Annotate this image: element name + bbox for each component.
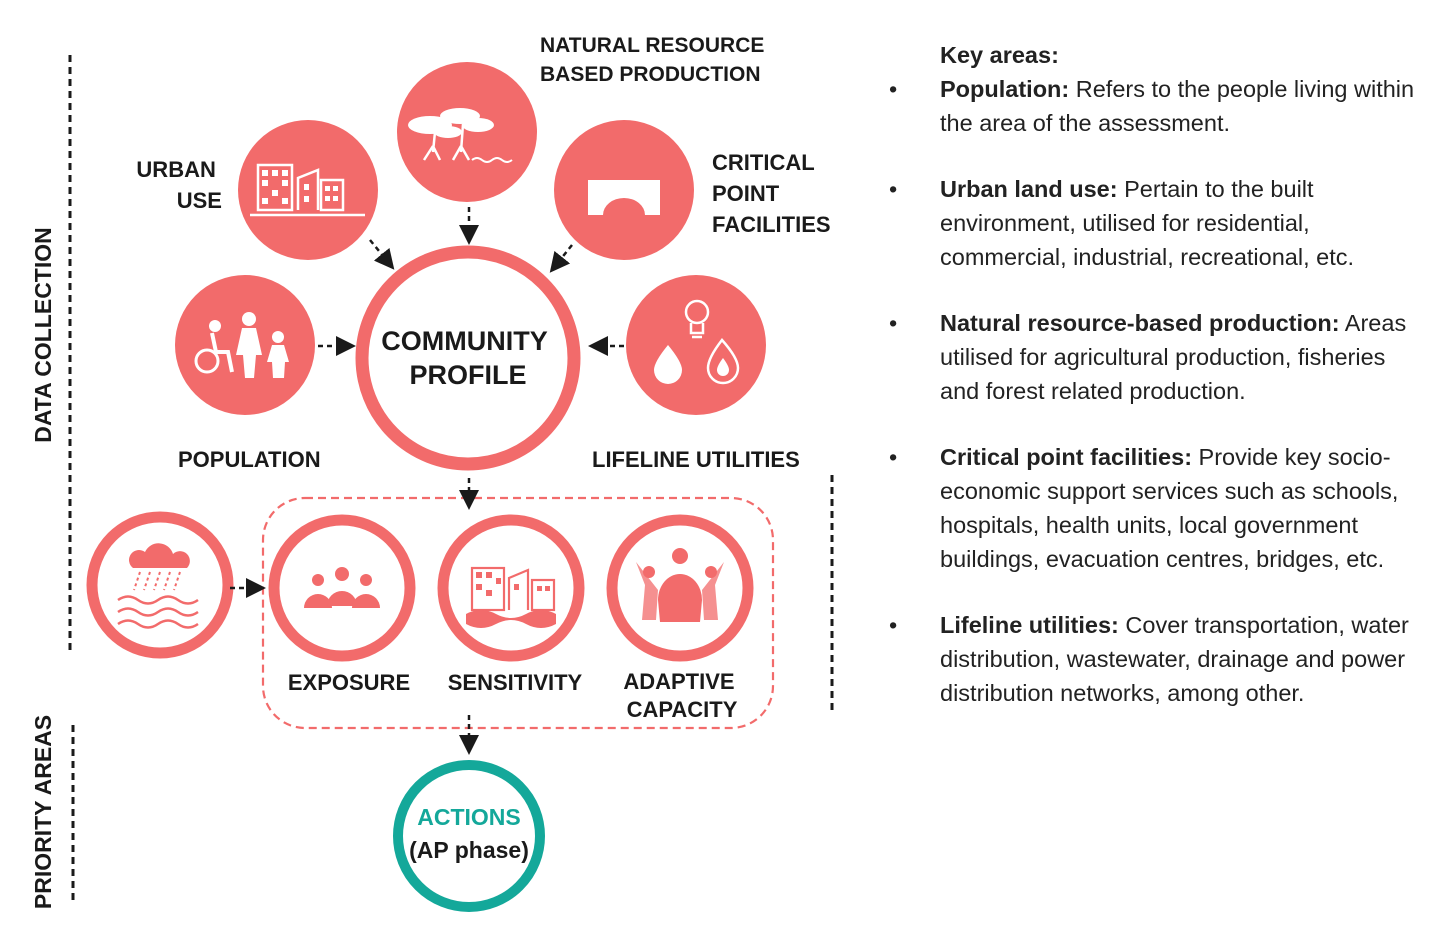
actions-label: ACTIONS <box>417 804 521 830</box>
key-area-text: Areas utilised for agricultural producti… <box>940 310 1407 404</box>
key-area-term: Critical point facilities: <box>940 444 1193 470</box>
critical-facilities-label-line2: POINT <box>712 181 780 206</box>
sensitivity-circle <box>437 514 585 662</box>
arrow-urban-to-community <box>369 239 395 270</box>
key-area-term: Population: <box>940 76 1070 102</box>
key-area-term: Lifeline utilities: <box>940 612 1119 638</box>
urban-use-label-line1: URBAN <box>136 157 215 182</box>
natural-resource-label: NATURAL RESOURCE BASED PRODUCTION <box>540 34 770 86</box>
adaptive-capacity-label-line2: CAPACITY <box>627 697 738 722</box>
community-profile-label-line2: PROFILE <box>409 360 526 390</box>
utilities-icon <box>654 299 740 385</box>
data-collection-label: DATA COLLECTION <box>30 227 56 443</box>
key-areas-panel: Key areas: • Population: Refers to the p… <box>885 38 1415 742</box>
community-profile-label-line1: COMMUNITY <box>381 326 547 356</box>
key-area-text: Provide key socio-economic support servi… <box>940 444 1399 572</box>
critical-facilities-label-line3: FACILITIES <box>712 212 831 237</box>
sensitivity-label: SENSITIVITY <box>448 670 583 695</box>
hazard-circle <box>86 511 234 659</box>
population-label: POPULATION <box>178 447 321 472</box>
community-profile-label: COMMUNITY PROFILE <box>381 326 555 390</box>
key-area-item: • Critical point facilities: Provide key… <box>885 440 1415 576</box>
priority-areas-label: PRIORITY AREAS <box>30 715 56 909</box>
bullet: • <box>889 612 898 638</box>
critical-facilities-label-line1: CRITICAL <box>712 150 814 175</box>
adaptive-capacity-label: ADAPTIVE CAPACITY <box>623 669 740 722</box>
key-area-item: • Lifeline utilities: Cover transportati… <box>885 608 1415 710</box>
bullet: • <box>889 310 898 336</box>
urban-use-label: URBAN USE <box>136 157 222 213</box>
key-area-item: • Natural resource-based production: Are… <box>885 306 1415 408</box>
bullet: • <box>889 76 898 102</box>
arrow-critical-to-community <box>549 244 573 273</box>
key-area-item: • Urban land use: Pertain to the built e… <box>885 172 1415 274</box>
natural-resource-label-line1: NATURAL RESOURCE <box>540 34 764 57</box>
actions-circle <box>393 760 545 912</box>
key-areas-title: Key areas: <box>940 42 1059 68</box>
key-area-text: Pertain to the built environment, utilis… <box>940 176 1355 270</box>
critical-facilities-label: CRITICAL POINT FACILITIES <box>712 150 831 237</box>
buildings-icon <box>250 163 365 217</box>
exposure-circle <box>268 514 416 662</box>
lifeline-utilities-label: LIFELINE UTILITIES <box>592 447 800 472</box>
bullet: • <box>889 176 898 202</box>
key-areas-list: • Population: Refers to the people livin… <box>885 72 1415 710</box>
key-area-text: Refers to the people living within the a… <box>940 76 1415 136</box>
group-people-icon <box>304 567 380 608</box>
key-area-term: Urban land use: <box>940 176 1118 202</box>
key-area-text: Cover transportation, water distribution… <box>940 612 1409 706</box>
key-area-term: Natural resource-based production: <box>940 310 1340 336</box>
exposure-label: EXPOSURE <box>288 670 410 695</box>
community-profile-circle <box>355 245 581 471</box>
tree-icon <box>408 108 513 163</box>
lifeline-utilities-circle <box>626 275 766 415</box>
adaptive-capacity-label-line1: ADAPTIVE <box>623 669 734 694</box>
flooded-buildings-icon <box>466 566 556 628</box>
people-icon <box>194 312 289 378</box>
raised-arms-people-icon <box>636 548 724 622</box>
bridge-icon <box>588 180 660 215</box>
natural-resource-label-line2: BASED PRODUCTION <box>540 63 761 86</box>
urban-use-label-line2: USE <box>177 188 222 213</box>
natural-resource-circle <box>397 62 537 202</box>
bullet: • <box>889 444 898 470</box>
assessment-group-box <box>261 496 775 730</box>
rain-wave-icon <box>117 543 199 629</box>
diagram: DATA COLLECTION PRIORITY AREAS NATURAL R… <box>30 34 834 912</box>
key-area-item: • Population: Refers to the people livin… <box>885 72 1415 140</box>
actions-phase-label: (AP phase) <box>409 837 529 863</box>
